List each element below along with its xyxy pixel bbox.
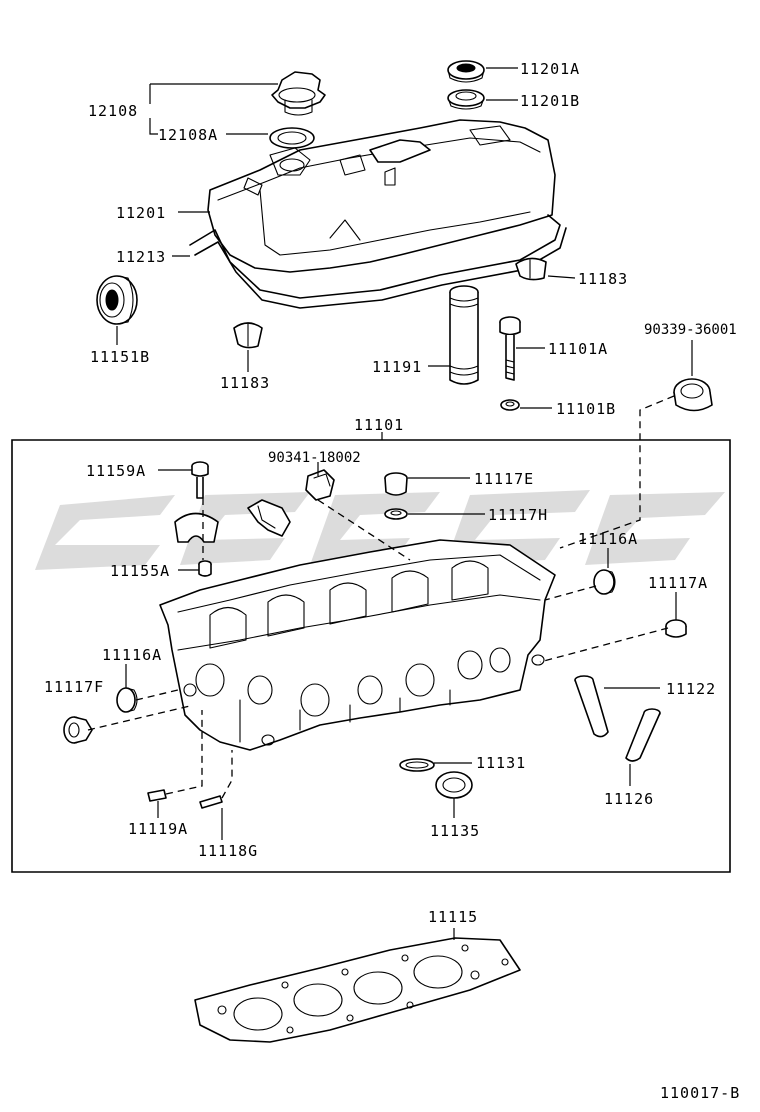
oil-seal-ring <box>435 771 473 799</box>
cylinder-head-cover <box>207 119 556 273</box>
label-11101A: 11101A <box>548 340 608 358</box>
label-11201B: 11201B <box>520 92 580 110</box>
camshaft-bearing-cap-left <box>174 512 219 543</box>
stud-washer <box>500 399 520 411</box>
half-moon-plug-right <box>515 257 547 281</box>
label-11119A: 11119A <box>128 820 188 838</box>
label-11117H: 11117H <box>488 506 548 524</box>
part-labels: 12108 12108A 11201A 11201B 11201 11213 1… <box>44 60 740 1102</box>
label-90341-18002: 90341-18002 <box>268 450 361 466</box>
expansion-plug-right <box>593 569 616 595</box>
label-11213: 11213 <box>116 248 166 266</box>
cap-gasket <box>269 127 315 149</box>
label-11183-left: 11183 <box>220 374 270 392</box>
label-11117A: 11117A <box>648 574 708 592</box>
label-90339-36001: 90339-36001 <box>644 322 737 338</box>
label-11115: 11115 <box>428 908 478 926</box>
label-11117E: 11117E <box>474 470 534 488</box>
label-11159A: 11159A <box>86 462 146 480</box>
seal-ring <box>399 758 435 772</box>
cylinder-head <box>159 539 556 751</box>
label-11116A-right: 11116A <box>578 530 638 548</box>
valve-guide <box>574 675 609 738</box>
expansion-plug-left <box>116 687 138 713</box>
valve-guide-bushing <box>625 708 661 762</box>
label-12108: 12108 <box>88 102 138 120</box>
straight-pin <box>147 789 167 802</box>
grommet-upper <box>447 60 485 83</box>
cylinder-head-gasket <box>194 937 521 1043</box>
label-12108A: 12108A <box>158 126 218 144</box>
half-moon-plug-left <box>233 322 263 349</box>
cylinder-head-group-frame <box>11 432 731 873</box>
label-11201: 11201 <box>116 204 166 222</box>
label-11126: 11126 <box>604 790 654 808</box>
label-11131: 11131 <box>476 754 526 772</box>
leader-lines <box>116 67 693 940</box>
camshaft-bearing-cap-right <box>247 499 291 537</box>
threaded-plug-right <box>665 619 687 638</box>
screw-plug <box>384 472 408 496</box>
dowel-pin-cap <box>198 560 212 577</box>
label-11101: 11101 <box>354 416 404 434</box>
label-11201A: 11201A <box>520 60 580 78</box>
label-11101B: 11101B <box>556 400 616 418</box>
oil-filler-cap <box>271 71 326 116</box>
diagram-code: 110017-B <box>660 1084 740 1102</box>
label-11135: 11135 <box>430 822 480 840</box>
spark-plug-tube <box>449 285 479 385</box>
expansion-plug <box>673 378 713 412</box>
label-11191: 11191 <box>372 358 422 376</box>
head-bolt <box>191 461 209 499</box>
union-fitting <box>305 469 335 501</box>
label-11117F: 11117F <box>44 678 104 696</box>
label-11183-right: 11183 <box>578 270 628 288</box>
label-11151B: 11151B <box>90 348 150 366</box>
threaded-plug-left <box>63 716 93 744</box>
label-11122: 11122 <box>666 680 716 698</box>
ring-pin <box>199 795 223 809</box>
plug-washer <box>384 508 408 520</box>
oil-seal <box>96 275 138 325</box>
grommet-lower <box>447 89 485 110</box>
stud-bolt <box>499 316 521 381</box>
label-11116A-left: 11116A <box>102 646 162 664</box>
assembly-dashed-lines <box>87 395 675 799</box>
label-11118G: 11118G <box>198 842 258 860</box>
head-cover-gasket <box>189 214 567 309</box>
label-11155A: 11155A <box>110 562 170 580</box>
